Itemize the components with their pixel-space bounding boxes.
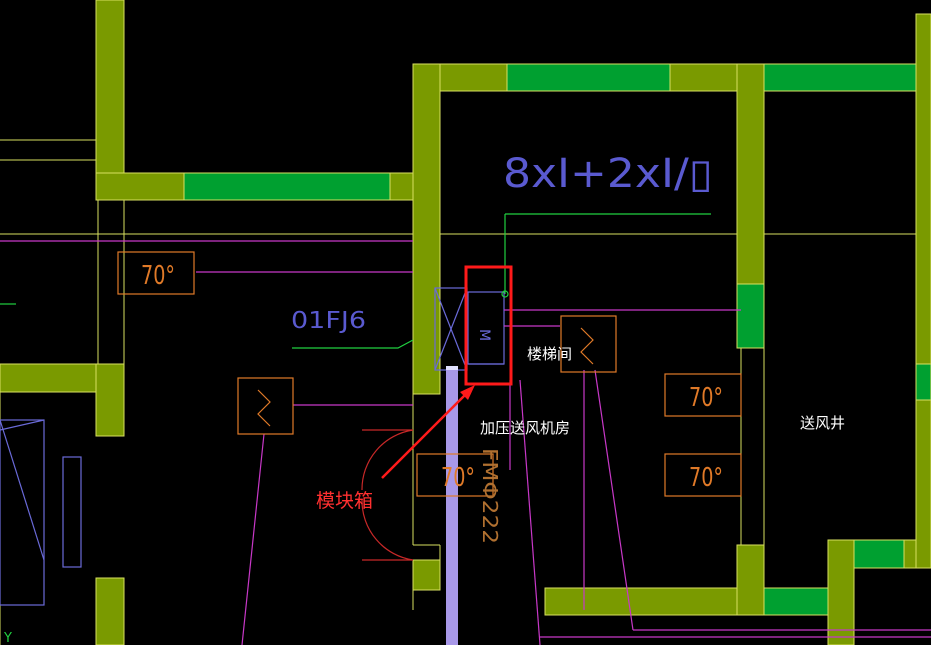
corner-y-label: Y (3, 631, 12, 645)
blue-elements (0, 287, 505, 606)
pipe-tag-text: FMΦ222 (478, 448, 502, 544)
fan-symbol-left (237, 377, 294, 435)
module-letter: M (476, 329, 492, 341)
formula-text: 8xI+2xI/▯ (503, 151, 713, 197)
windows (183, 63, 931, 616)
damper-label: 70° (141, 261, 175, 291)
damper-label: 70° (689, 383, 723, 413)
damper-label: 70° (689, 463, 723, 493)
damper-box-2 (664, 373, 742, 417)
highlight-box[interactable] (464, 265, 513, 386)
damper-box-3 (664, 453, 742, 497)
damper-boxes (117, 251, 742, 497)
damper-box-1 (117, 251, 195, 295)
callout-arrow (381, 385, 475, 479)
fan-symbol-right (560, 315, 617, 373)
damper-box-4 (416, 453, 494, 497)
room-label-shaft: 送风井 (800, 414, 845, 432)
green-leaders (0, 213, 711, 349)
door-swing (361, 429, 414, 561)
pipe (446, 366, 458, 645)
device-code-text: 01FJ6 (291, 308, 366, 334)
room-label-fan-room: 加压送风机房 (480, 419, 570, 437)
damper-label: 70° (441, 463, 475, 493)
room-label-stairwell: 楼梯间 (527, 345, 572, 363)
magenta-wiring (0, 240, 931, 645)
callout-label: 模块箱 (316, 490, 373, 512)
damper-labels: 70° 70° 70° 70° (141, 261, 723, 493)
